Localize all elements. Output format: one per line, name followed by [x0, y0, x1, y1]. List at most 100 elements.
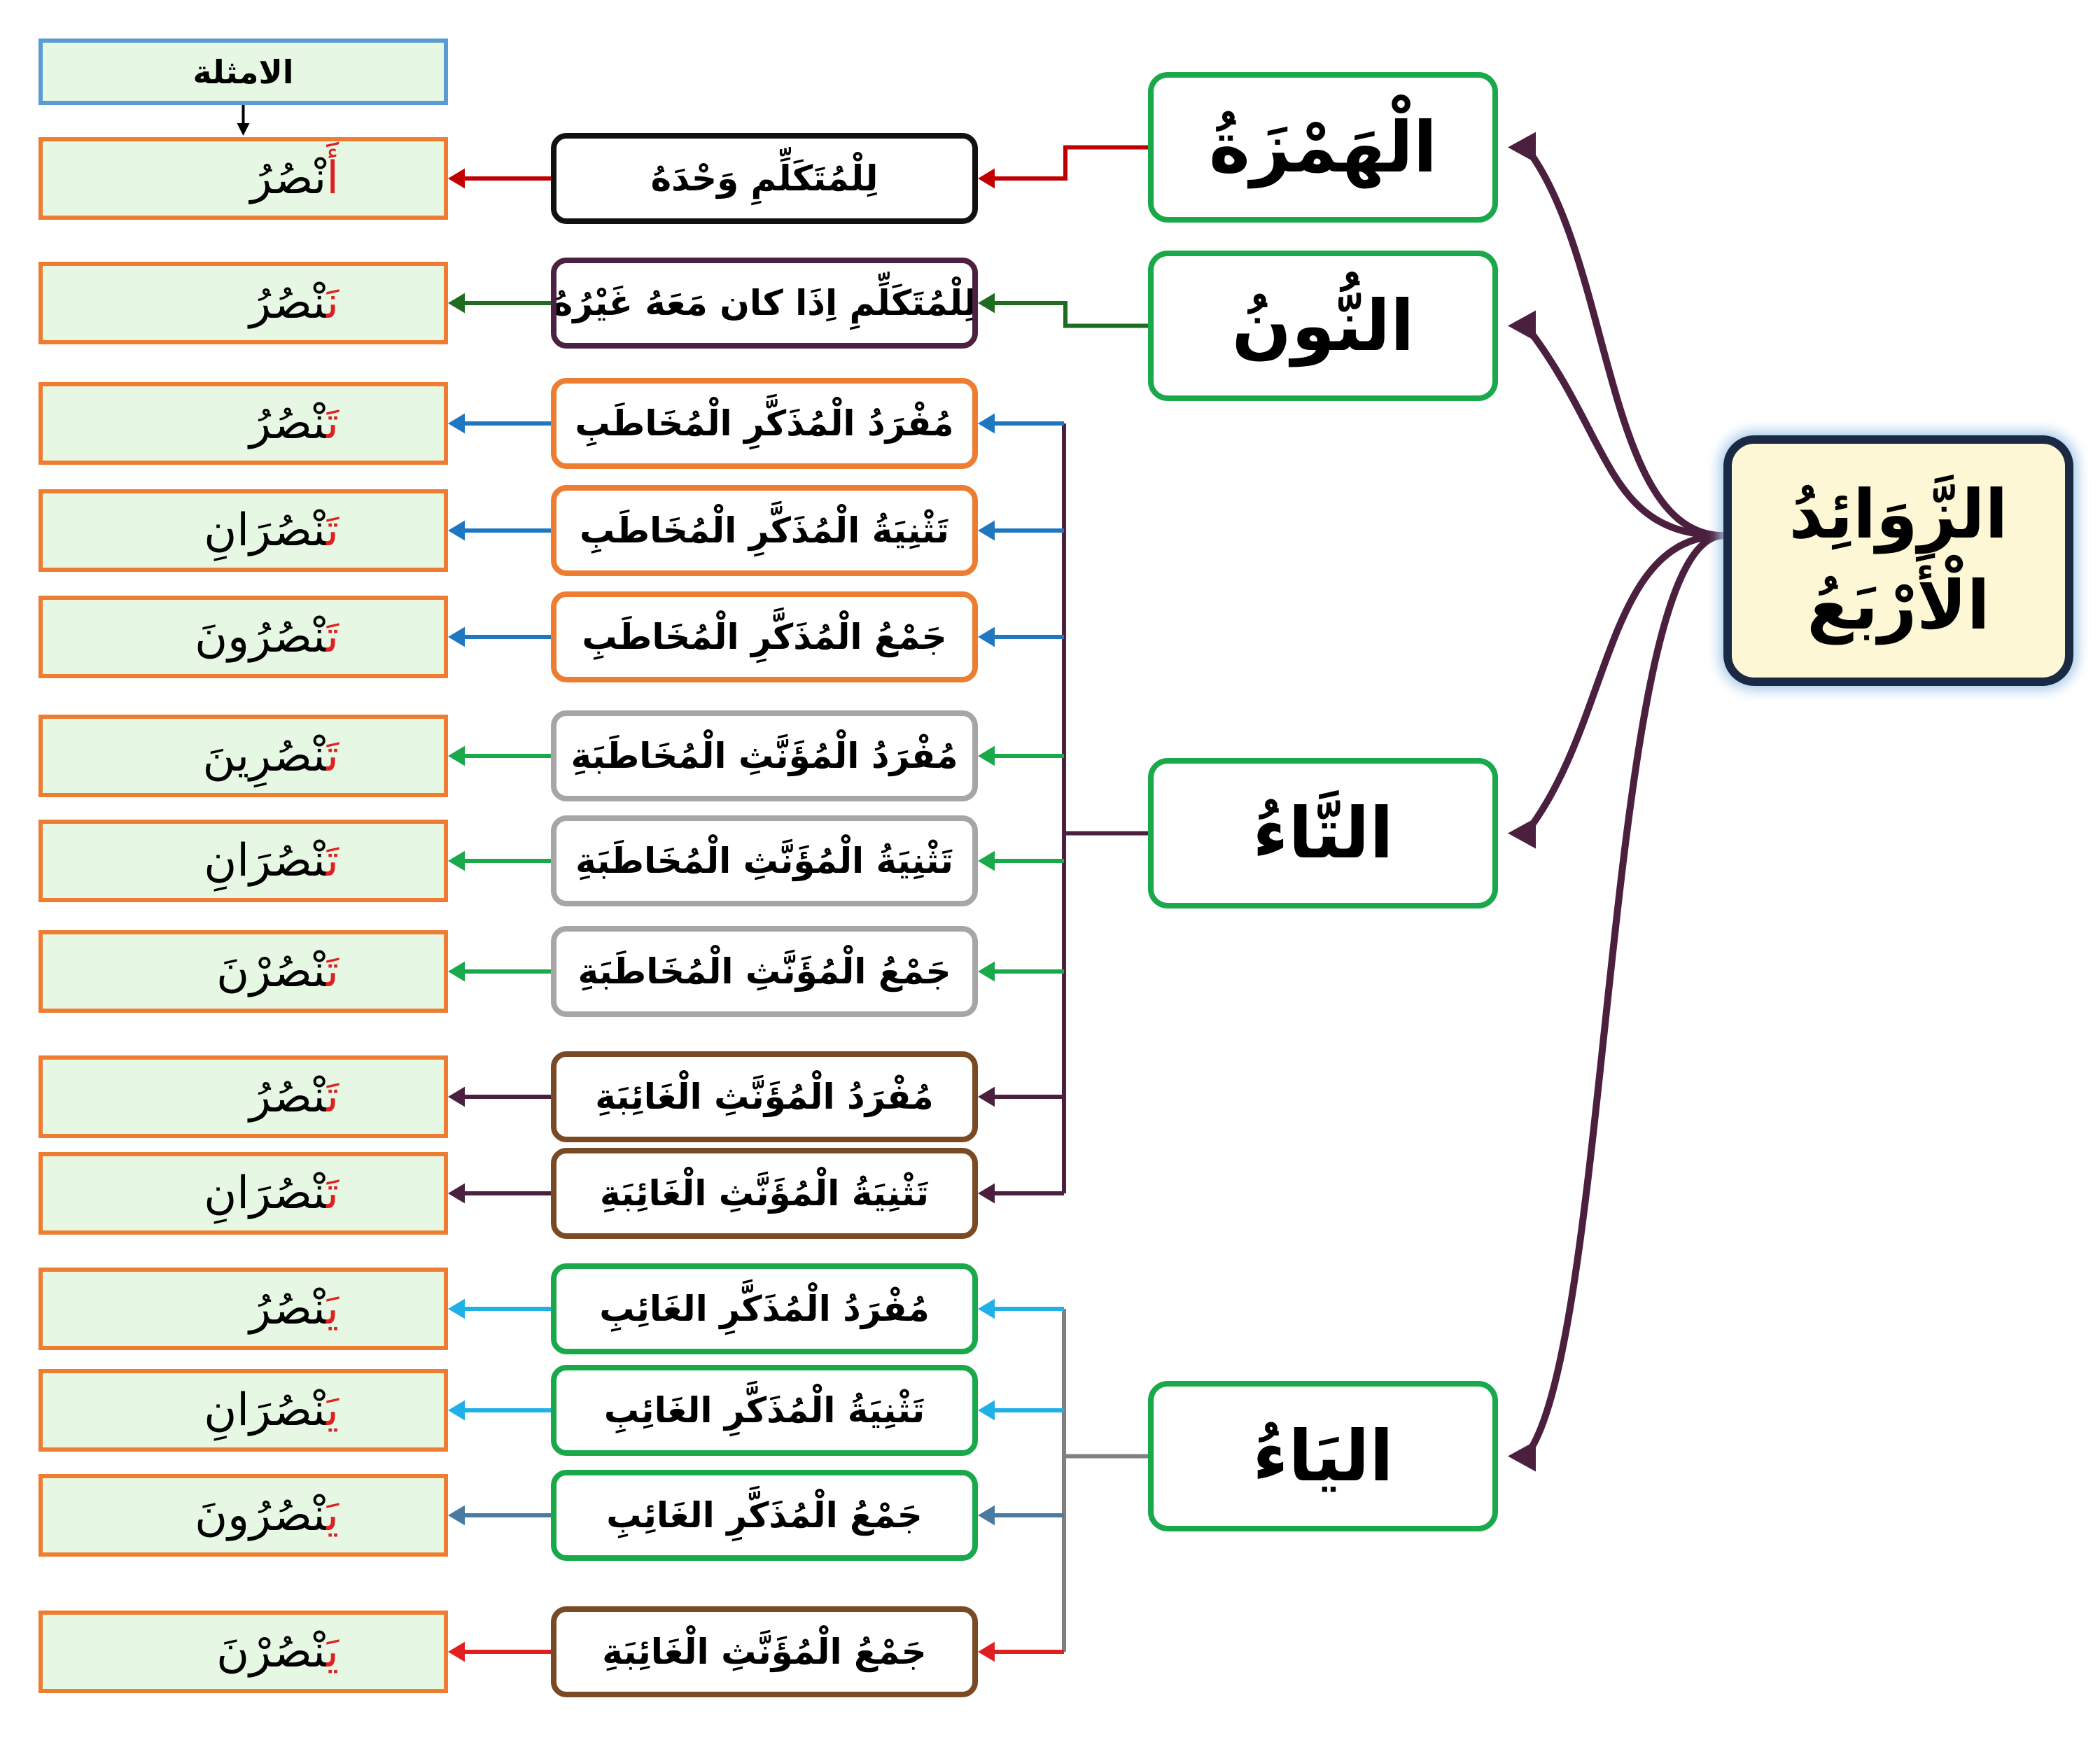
letter-box-hamza: الْهَمْزَةُ: [1148, 72, 1498, 223]
example-box: تَنْصُرُ: [38, 1055, 448, 1138]
form-description-label: جَمْعُ الْمُذَكَّرِ الْمُخَاطَبِ: [582, 617, 947, 657]
taa-link-branch-head: [978, 1183, 995, 1204]
form-description-label: تَثْنِيَةُ الْمُؤَنَّثِ الْغَائِبَةِ: [599, 1173, 930, 1214]
example-word: نَنْصُرُ: [249, 277, 339, 329]
letter-label-noon: النُّونُ: [1231, 285, 1415, 367]
row-arrow-head: [448, 413, 465, 434]
form-description-label: مُفْرَدُ الْمُؤَنَّثِ الْغَائِبَةِ: [595, 1076, 934, 1117]
form-description-label: جَمْعُ الْمُؤَنَّثِ الْغَائِبَةِ: [602, 1632, 927, 1672]
row-arrow-head: [448, 520, 465, 541]
example-stem: نْصُرْنَ: [216, 946, 327, 997]
example-word: يَنْصُرُ: [249, 1283, 339, 1335]
letter-box-noon: النُّونُ: [1148, 251, 1498, 401]
example-prefix: تَ: [326, 398, 339, 449]
letter-link-head: [978, 168, 995, 189]
form-description-label: تَثْنِيَةُ الْمُؤَنَّثِ الْمُخَاطَبَةِ: [575, 841, 953, 881]
taa-link-branch-head: [978, 1086, 995, 1107]
form-description-box: تَثْنِيَةُ الْمُؤَنَّثِ الْغَائِبَةِ: [551, 1148, 978, 1239]
root-curve-taa: [1522, 532, 1727, 837]
root-title-line-2: الْأَرْبَعُ: [1807, 566, 1990, 645]
example-stem: نْصُرَانِ: [204, 835, 327, 887]
example-box: تَنْصُرُونَ: [38, 596, 448, 678]
root-curve-head-yaa: [1508, 1440, 1536, 1472]
yaa-link-branch-head: [978, 1641, 995, 1662]
example-stem: نْصُرُونَ: [195, 1489, 327, 1541]
form-description-label: مُفْرَدُ الْمُذَكَّرِ الغَائِبِ: [599, 1289, 930, 1329]
example-word: تَنْصُرُونَ: [195, 611, 339, 663]
row-arrow-head: [448, 1086, 465, 1107]
example-box: يَنْصُرُونَ: [38, 1474, 448, 1557]
root-title-line-1: الزَّوَائِدُ: [1788, 475, 2008, 554]
form-description-box: جَمْعُ الْمُؤَنَّثِ الْمُخَاطَبَةِ: [551, 926, 978, 1017]
example-prefix: تَ: [326, 730, 339, 782]
example-prefix: يَ: [326, 1283, 339, 1335]
yaa-link-branch-head: [978, 1298, 995, 1319]
row-arrow-head: [448, 1298, 465, 1319]
example-stem: نْصُرُ: [250, 153, 327, 204]
taa-link-branch-head: [978, 626, 995, 647]
example-box: أَنْصُرُ: [38, 137, 448, 220]
form-description-box: تَثْنِيَةُ الْمُذَكَّرِ الغَائِبِ: [551, 1365, 978, 1456]
example-prefix: يَ: [326, 1489, 339, 1541]
example-stem: نْصُرُ: [249, 1071, 327, 1123]
example-word: تَنْصُرُ: [249, 398, 339, 449]
example-word: يَنْصُرْنَ: [216, 1626, 339, 1678]
example-stem: نْصُرَانِ: [204, 1384, 327, 1436]
example-box: نَنْصُرُ: [38, 262, 448, 344]
yaa-link-branch-head: [978, 1505, 995, 1526]
example-prefix: يَ: [326, 1626, 339, 1678]
example-box: يَنْصُرْنَ: [38, 1611, 448, 1693]
example-prefix: أَ: [326, 153, 339, 204]
letter-label-taa: التَّاءُ: [1252, 792, 1394, 874]
yaa-link-branch-head: [978, 1400, 995, 1421]
example-box: يَنْصُرَانِ: [38, 1369, 448, 1452]
row-arrow-head: [448, 1641, 465, 1662]
row-arrow-head: [448, 1183, 465, 1204]
example-word: تَنْصُرَانِ: [204, 835, 339, 887]
root-curve-hamza: [1522, 143, 1727, 540]
form-description-label: لِلْمُتَكَلِّمِ اِذَا كان مَعَهُ غَيْرُه…: [552, 283, 977, 323]
four-additions-root-box: الزَّوَائِدُ الْأَرْبَعُ: [1723, 435, 2073, 686]
form-description-box: مُفْرَدُ الْمُؤَنَّثِ الْمُخَاطَبَةِ: [551, 710, 978, 801]
example-box: تَنْصُرَانِ: [38, 1152, 448, 1235]
example-prefix: تَ: [326, 505, 339, 556]
letter-link-head: [978, 293, 995, 314]
row-arrow-head: [448, 168, 465, 189]
example-prefix: يَ: [326, 1384, 339, 1436]
row-arrow-head: [448, 293, 465, 314]
form-description-label: تَثْنِيَةُ الْمُذَكَّرِ الْمُخَاطَبِ: [580, 510, 949, 551]
example-word: يَنْصُرَانِ: [204, 1384, 339, 1436]
root-curve-head-hamza: [1508, 132, 1536, 163]
example-word: يَنْصُرُونَ: [195, 1489, 339, 1541]
example-word: تَنْصُرُ: [249, 1071, 339, 1123]
root-curve-head-noon: [1508, 310, 1536, 342]
example-box: تَنْصُرُ: [38, 382, 448, 465]
example-prefix: تَ: [326, 946, 339, 997]
form-description-label: جَمْعُ الْمُذَكَّرِ الغَائِبِ: [606, 1495, 923, 1536]
example-prefix: نَ: [326, 277, 339, 329]
taa-link-branch-head: [978, 961, 995, 982]
example-stem: نْصُرُونَ: [195, 611, 327, 663]
examples-header: الامثلة: [38, 38, 448, 105]
example-box: تَنْصُرْنَ: [38, 930, 448, 1013]
row-arrow-head: [448, 626, 465, 647]
taa-link-branch-head: [978, 745, 995, 766]
example-word: تَنْصُرَانِ: [204, 505, 339, 556]
form-description-box: مُفْرَدُ الْمُذَكَّرِ الْمُخَاطَبِ: [551, 378, 978, 469]
letter-box-taa: التَّاءُ: [1148, 758, 1498, 908]
example-prefix: تَ: [326, 1071, 339, 1123]
taa-link-branch-head: [978, 413, 995, 434]
form-description-label: لِلْمُتَكَلِّمِ وَحْدَهُ: [650, 158, 878, 199]
form-description-box: تَثْنِيَةُ الْمُؤَنَّثِ الْمُخَاطَبَةِ: [551, 815, 978, 906]
taa-link-branch-head: [978, 520, 995, 541]
form-description-box: جَمْعُ الْمُذَكَّرِ الغَائِبِ: [551, 1470, 978, 1561]
form-description-label: مُفْرَدُ الْمُؤَنَّثِ الْمُخَاطَبَةِ: [570, 736, 958, 776]
form-description-label: تَثْنِيَةُ الْمُذَكَّرِ الغَائِبِ: [603, 1390, 925, 1431]
letter-label-yaa: اليَاءُ: [1252, 1415, 1394, 1497]
example-stem: نْصُرُ: [249, 1283, 327, 1335]
row-arrow-head: [448, 1400, 465, 1421]
example-stem: نْصُرَانِ: [204, 1167, 327, 1219]
form-description-label: مُفْرَدُ الْمُذَكَّرِ الْمُخَاطَبِ: [575, 403, 954, 444]
example-word: تَنْصُرْنَ: [216, 946, 339, 997]
example-box: تَنْصُرِينَ: [38, 715, 448, 797]
